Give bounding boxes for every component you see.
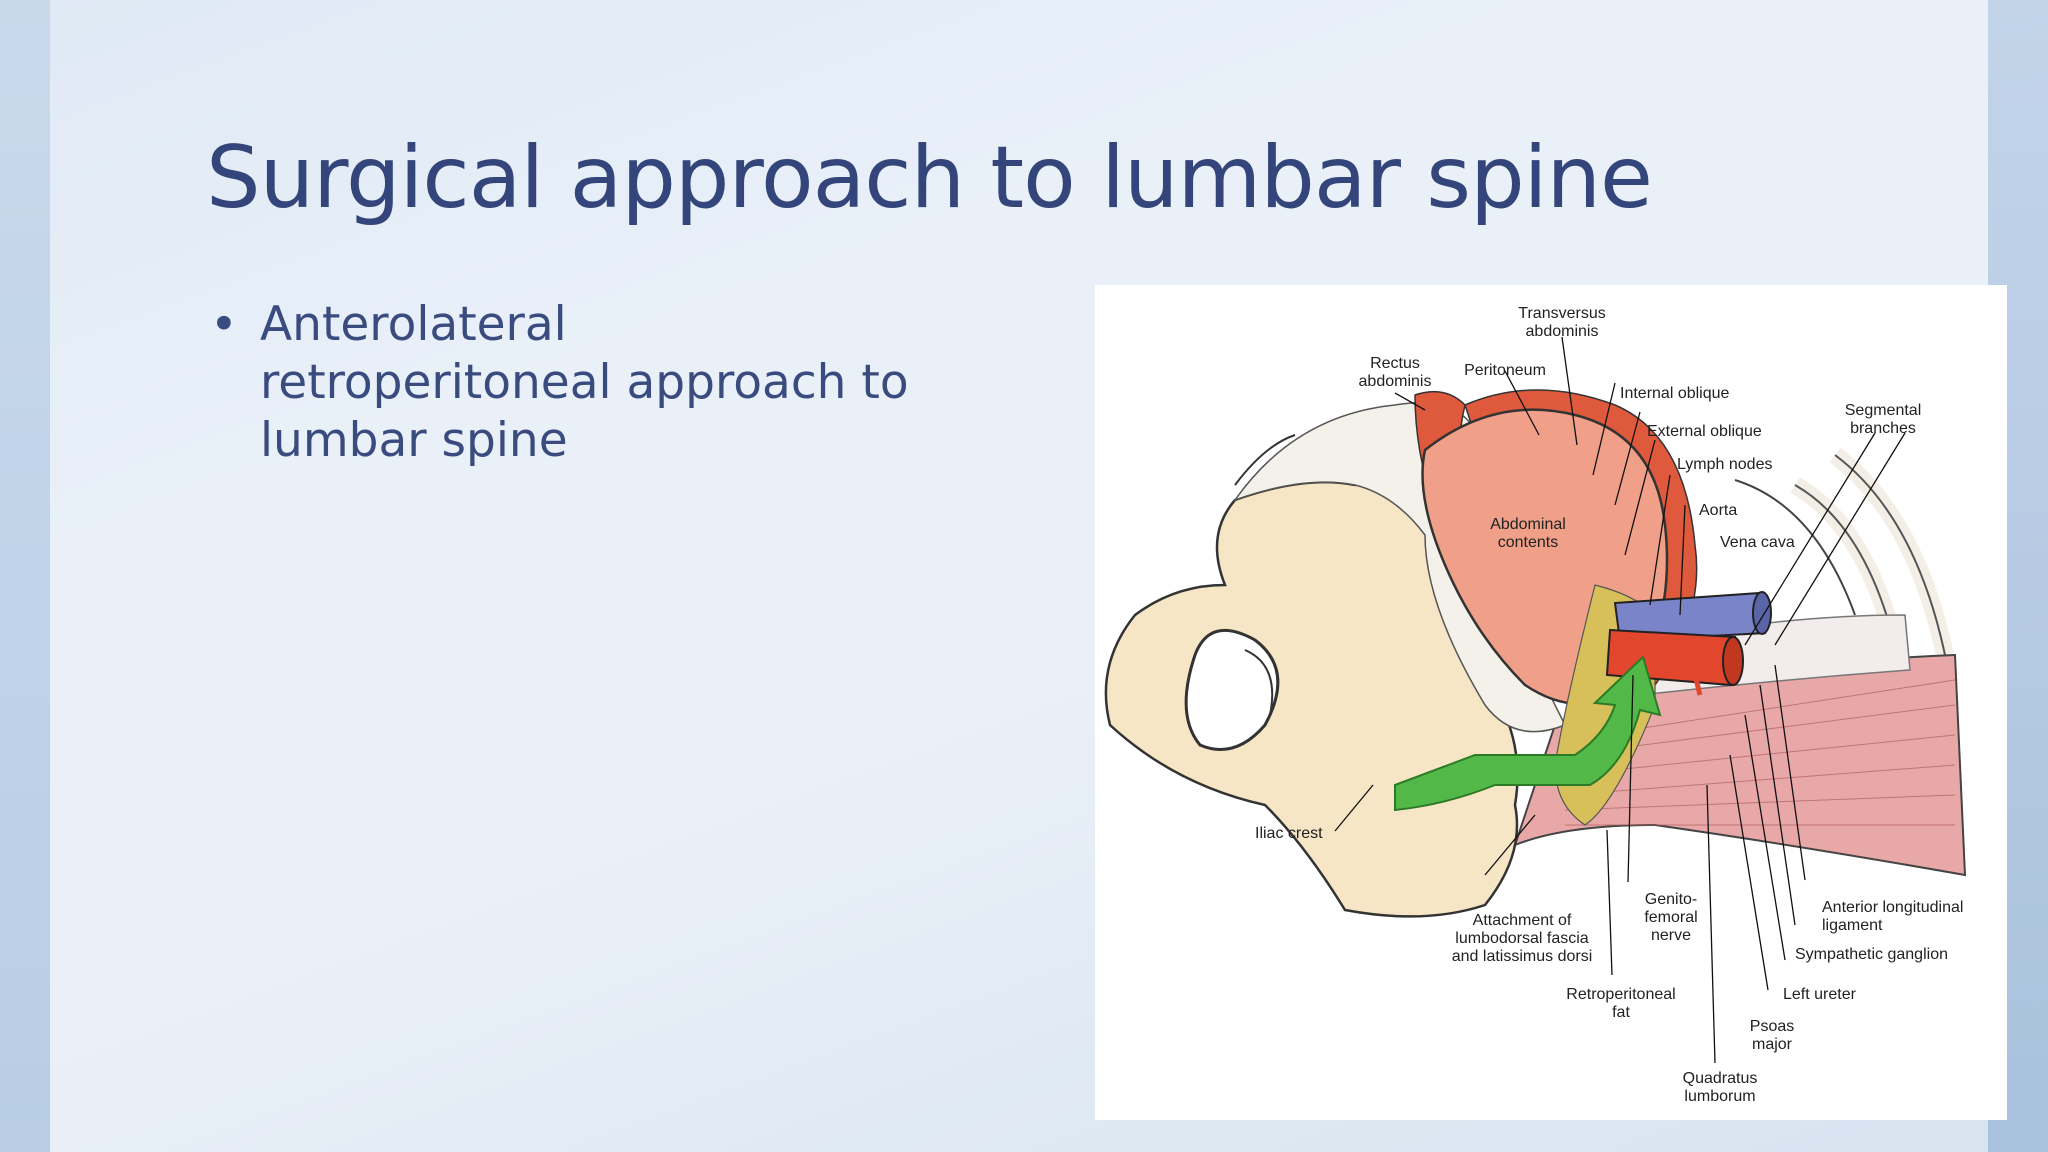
label-vena-cava: Vena cava (1720, 534, 1795, 551)
figure-labels: Transversus abdominis Rectus abdominis P… (1255, 305, 1963, 1105)
slide-title: Surgical approach to lumbar spine (206, 128, 1653, 228)
label-left-ureter: Left ureter (1783, 986, 1857, 1003)
label-external-oblique: External oblique (1647, 423, 1762, 440)
label-anterior-ligament-2: ligament (1822, 917, 1883, 934)
label-genito: Genito- (1645, 891, 1697, 908)
label-psoas: Psoas (1750, 1018, 1794, 1035)
left-border-band (0, 0, 50, 1152)
surgical-approach-arrow (1394, 655, 1662, 812)
label-rectus-2: abdominis (1359, 373, 1432, 390)
label-transversus: Transversus (1518, 305, 1605, 322)
bullet-list: • Anterolateral retroperitoneal approach… (206, 296, 926, 470)
label-lymph-nodes: Lymph nodes (1677, 456, 1772, 473)
label-segmental: Segmental (1845, 402, 1922, 419)
label-retroperitoneal: Retroperitoneal (1566, 986, 1675, 1003)
label-internal-oblique: Internal oblique (1620, 385, 1730, 402)
label-abdominal-2: contents (1498, 534, 1558, 551)
label-psoas-2: major (1752, 1036, 1793, 1053)
label-abdominal: Abdominal (1490, 516, 1566, 533)
label-attachment: Attachment of (1473, 912, 1572, 929)
label-transversus-2: abdominis (1526, 323, 1599, 340)
label-genito-2: femoral (1644, 909, 1697, 926)
bullet-text: Anterolateral retroperitoneal approach t… (260, 297, 909, 468)
label-quadratus: Quadratus (1683, 1070, 1758, 1087)
label-genito-3: nerve (1651, 927, 1691, 944)
bullet-dot: • (210, 297, 238, 352)
abdominal-wall-fascia (1233, 402, 1567, 733)
label-retroperitoneal-2: fat (1612, 1004, 1630, 1021)
acetabulum (1184, 628, 1280, 751)
label-anterior-ligament: Anterior longitudinal (1822, 899, 1963, 916)
label-aorta: Aorta (1699, 502, 1737, 519)
label-sympathetic-ganglion: Sympathetic ganglion (1795, 946, 1948, 963)
label-segmental-2: branches (1850, 420, 1916, 437)
label-peritoneum: Peritoneum (1464, 362, 1546, 379)
leader-lines (1334, 336, 1906, 1064)
label-attachment-3: and latissimus dorsi (1452, 948, 1593, 965)
bullet-item: • Anterolateral retroperitoneal approach… (206, 296, 926, 470)
label-attachment-2: lumbodorsal fascia (1455, 930, 1589, 947)
anatomy-illustration: Transversus abdominis Rectus abdominis P… (1104, 305, 1967, 1105)
label-iliac-crest: Iliac crest (1255, 825, 1323, 842)
label-quadratus-2: lumborum (1684, 1088, 1755, 1105)
label-rectus: Rectus (1370, 355, 1420, 372)
anatomy-figure: Transversus abdominis Rectus abdominis P… (1095, 285, 2007, 1120)
